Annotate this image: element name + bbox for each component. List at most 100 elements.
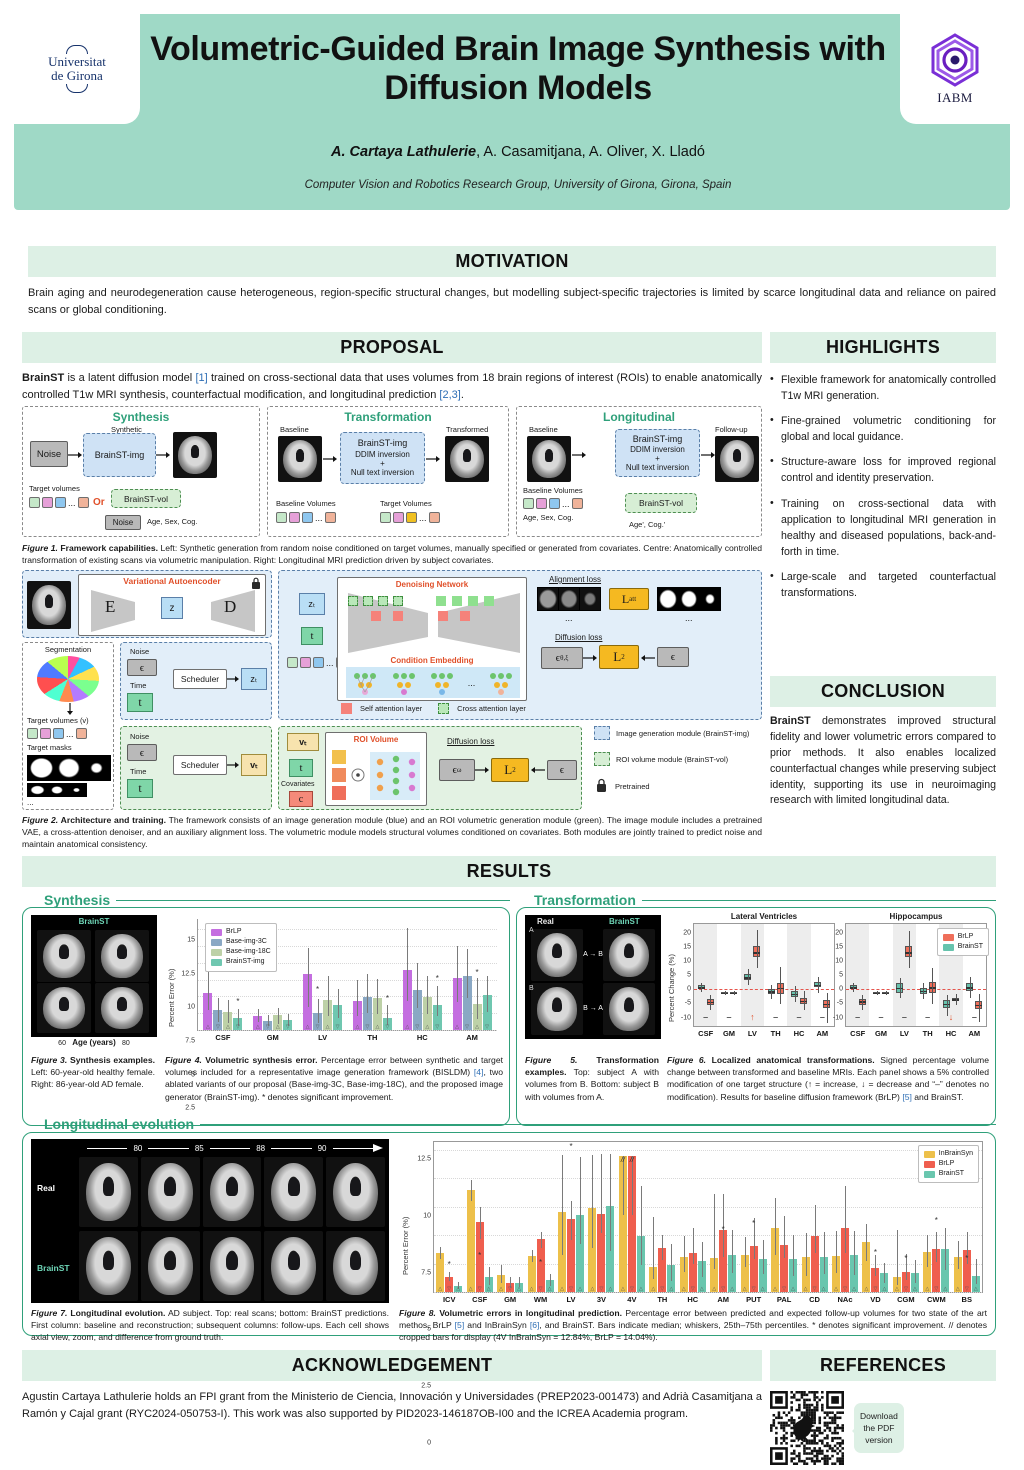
fig4-caption-text-b: , two ablated variants of our proposal (…: [165, 1067, 503, 1102]
university-logo: Universitat de Girona: [14, 14, 140, 124]
fig1-module-name: BrainST-img: [357, 438, 408, 448]
whisker: [978, 993, 980, 1023]
fig7-brainst-cell: [202, 1231, 262, 1301]
bar-marker: △: [852, 1286, 856, 1292]
whisker: [756, 930, 758, 968]
modification-marker: –: [773, 1012, 779, 1022]
qr-matrix: [770, 1391, 844, 1465]
fig1-target-volumes-label-2: Target Volumes: [380, 499, 432, 508]
x-axis-tick: HC: [793, 1029, 805, 1038]
significance-star: *: [873, 1248, 877, 1258]
highlights-section: HIGHLIGHTS Flexible framework for anatom…: [770, 332, 996, 610]
highlight-item: Training on cross-sectional data with ap…: [770, 495, 996, 560]
bar: [466, 1190, 475, 1292]
university-logo-line1: Universitat: [48, 54, 106, 70]
zero-reference-line: [846, 989, 986, 991]
fig7-age-3: 90: [317, 1143, 327, 1153]
fig2-zt-input: zₜ: [299, 593, 325, 615]
fig1-or-label: Or: [93, 497, 105, 508]
bar: [953, 1257, 962, 1292]
bar-marker: △: [455, 1024, 460, 1030]
bar-marker: ▽: [782, 1286, 787, 1292]
error-whisker: [927, 1235, 929, 1267]
bar-marker: △: [773, 1286, 778, 1292]
fig2-legend-pretrained-row: Pretrained: [594, 778, 762, 794]
proposal-lead: BrainST: [22, 372, 65, 384]
y-axis-tick: 20: [835, 929, 843, 936]
figure-6-caption: Figure 6. Localized anatomical transform…: [667, 1054, 989, 1103]
gridline: 5: [427, 1235, 982, 1333]
bar-marker: △: [517, 1286, 522, 1292]
citation-2-3[interactable]: [2,3]: [439, 388, 461, 401]
bar-marker: △: [499, 1286, 504, 1292]
fig2-input-brain-image: [27, 581, 71, 629]
acknowledgement-section: ACKNOWLEDGEMENT Agustin Cartaya Lathuler…: [22, 1350, 762, 1422]
fig2-segmentation-image: [37, 656, 99, 702]
fig2-roi-mlp-icons: [332, 750, 420, 800]
bar: [819, 1257, 828, 1292]
error-whisker: [866, 1224, 868, 1261]
fig8-caption-text-b: and InBrainSyn: [464, 1320, 530, 1331]
fig2-eps-omega-sub: ω: [456, 766, 462, 774]
x-axis-tick: GM: [266, 1033, 279, 1042]
y-axis-tick: -10: [680, 1014, 691, 1021]
whisker: [780, 967, 782, 1005]
acknowledgement-text: Agustin Cartaya Lathulerie holds an FPI …: [22, 1391, 762, 1420]
legend-label: InBrainSyn: [938, 1150, 973, 1157]
results-heading: RESULTS: [22, 856, 996, 887]
whisker: [885, 990, 887, 996]
transformation-result-card: Real BrainST A B A → B B → A Percent Cha…: [516, 907, 996, 1126]
citation-5[interactable]: [5]: [902, 1091, 912, 1102]
citation-5b[interactable]: [5]: [454, 1320, 465, 1331]
whisker: [771, 984, 773, 999]
fig1-module-sub1-2: DDIM inversion: [630, 445, 685, 454]
results-section: RESULTS: [22, 856, 996, 887]
gridline: 12.5: [181, 945, 497, 977]
citation-1[interactable]: [1]: [195, 372, 208, 384]
citation-6[interactable]: [6]: [529, 1320, 540, 1331]
category-band: [892, 924, 916, 1026]
bar: [679, 1256, 688, 1292]
x-axis-tick: TH: [922, 1029, 933, 1038]
y-axis-tick: 12.5: [181, 970, 195, 978]
fig2-vol-l2-main: L: [504, 762, 513, 777]
fig5-caption-bold: Transformation examples.: [525, 1055, 659, 1078]
legend-swatch: [923, 1160, 935, 1168]
modification-marker: –: [878, 1012, 884, 1022]
error-whisker: [692, 1228, 694, 1264]
bar-marker: ▽: [934, 1286, 939, 1292]
legend-swatch: [923, 1150, 935, 1158]
figure-2-caption: Figure 2. Architecture and training. The…: [22, 814, 762, 851]
whisker: [908, 930, 910, 968]
qr-code[interactable]: [770, 1391, 844, 1465]
fig1-followup-label: Follow-up: [715, 425, 748, 434]
x-axis-tick: TH: [367, 1033, 378, 1042]
error-whisker: [317, 999, 319, 1023]
bar: [362, 997, 372, 1030]
category-band: [694, 924, 718, 1026]
arrow-icon: [583, 655, 597, 661]
bar-marker: ▽: [629, 1286, 634, 1292]
fig2-latent-z: z: [161, 597, 183, 619]
error-whisker: [580, 1156, 581, 1245]
bar-marker: △: [468, 1286, 473, 1292]
gridline: 2.5: [185, 1013, 497, 1112]
fig2-scheduler-block-2: Scheduler: [173, 755, 227, 775]
bar: [771, 1228, 780, 1292]
fig1-baseline-volume-swatches: ...: [276, 512, 336, 523]
fig7-caption-label: Figure 7.: [31, 1308, 68, 1318]
bar: [627, 1155, 636, 1292]
figure-1-panels: Synthesis Synthetic Noise BrainST-img Ta…: [22, 406, 762, 541]
proposal-section: PROPOSAL BrainST is a latent diffusion m…: [22, 332, 762, 403]
fig1-covariates-prime-label: Age', Cog.': [629, 520, 666, 529]
fig7-row-brainst-label: BrainST: [37, 1263, 70, 1273]
arrow-icon-left: [641, 655, 655, 661]
fig3-caption-text: Left: 60-year-old healthy female. Right:…: [31, 1067, 155, 1090]
iabm-logo: IABM: [900, 14, 1010, 124]
citation-4[interactable]: [4]: [473, 1067, 484, 1078]
fig2-time-label-2: Time: [130, 767, 147, 776]
error-whisker: [467, 948, 469, 998]
bar-marker: ▽: [447, 1286, 452, 1292]
bar: [475, 1222, 484, 1292]
